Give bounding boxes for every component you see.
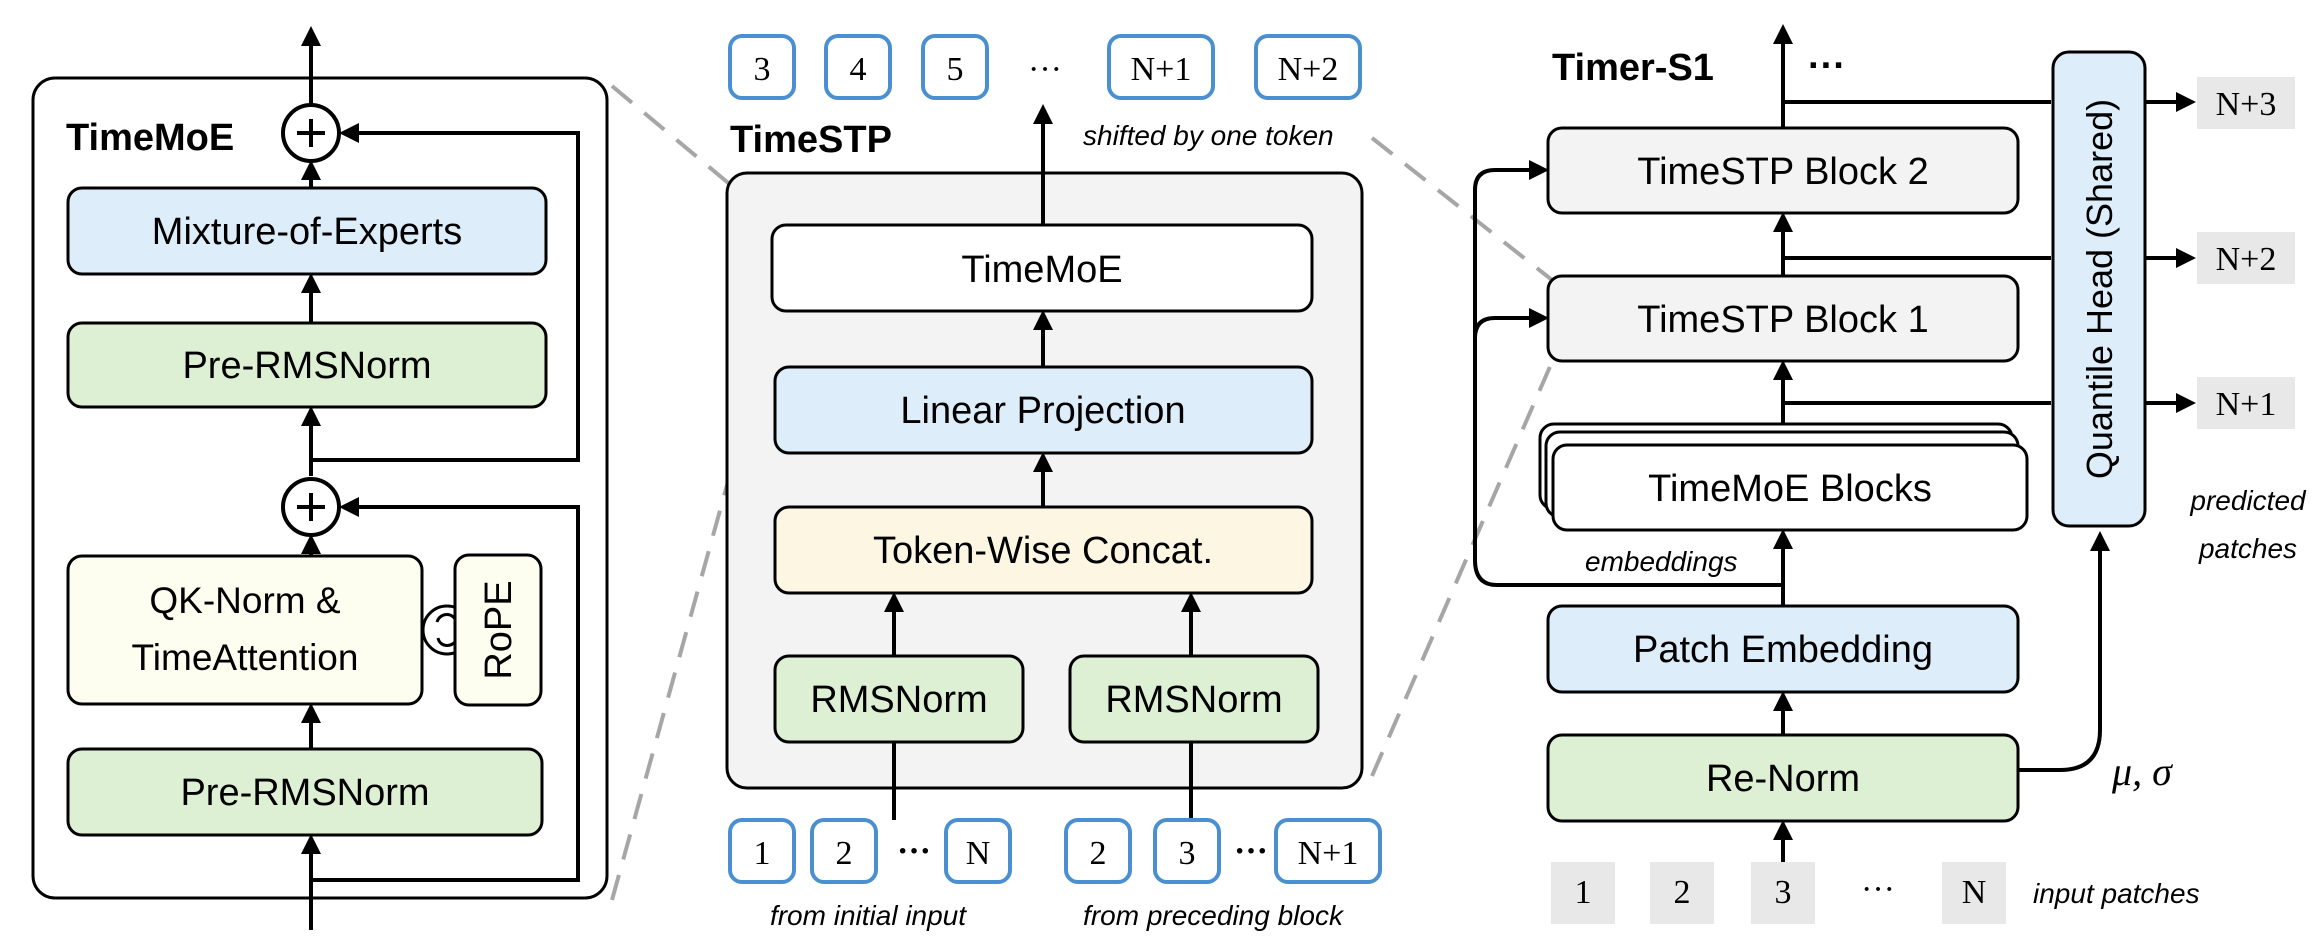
token-wise-concat-block <box>773 505 1314 595</box>
preceding-token-3-label: 3 <box>1179 835 1196 872</box>
predicted-caption-line2: patches <box>2198 533 2297 564</box>
top-tokens-ellipsis: ··· <box>1028 51 1062 88</box>
patch-embedding-label: Patch Embedding <box>1633 629 1933 671</box>
attention-label-line1: QK-Norm & <box>149 580 341 621</box>
rmsnorm-right-label: RMSNorm <box>1105 679 1282 721</box>
predicted-patch-n-plus-2 <box>2197 232 2295 284</box>
rmsnorm-right-block <box>1068 654 1320 744</box>
predicted-patch-n-plus-3 <box>2197 77 2295 129</box>
input-patches-ellipsis: ··· <box>1861 871 1895 908</box>
preceding-token-n-plus-1 <box>1274 818 1382 884</box>
predicted-patches: N+3 N+2 N+1 <box>2197 77 2295 429</box>
timemoe-blocks-label: TimeMoE Blocks <box>1648 468 1932 510</box>
timestp-panel-title: TimeSTP <box>730 119 892 161</box>
pre-rmsnorm-top-label: Pre-RMSNorm <box>182 345 431 387</box>
preceding-block-tokens: 2 3 ··· N+1 <box>1064 818 1382 884</box>
predicted-caption-line1: predicted <box>2189 485 2307 516</box>
preceding-block-caption: from preceding block <box>1083 900 1345 931</box>
input-patch-1 <box>1551 862 1615 924</box>
input-patch-n <box>1942 862 2006 924</box>
token-4-label: 4 <box>850 51 867 88</box>
preceding-token-2 <box>1064 818 1132 884</box>
rope-label: RoPE <box>478 580 520 679</box>
timemoe-block-label: TimeMoE <box>961 249 1122 291</box>
quantile-head-label: Quantile Head (Shared) <box>2079 99 2120 479</box>
preceding-token-n-plus-1-label: N+1 <box>1298 835 1359 872</box>
initial-token-2-label: 2 <box>836 835 853 872</box>
initial-token-2 <box>810 818 878 884</box>
rmsnorm-left-label: RMSNorm <box>810 679 987 721</box>
qk-norm-time-attention-block <box>66 554 424 706</box>
input-patch-3-label: 3 <box>1775 874 1792 911</box>
attention-label-line2: TimeAttention <box>132 637 359 678</box>
timemoe-panel: TimeMoE Mixture-of-Experts Pre-RMSNorm <box>31 26 609 930</box>
timer-s1-title-ellipsis: ··· <box>1808 45 1846 87</box>
timestp-block-1-label: TimeSTP Block 1 <box>1637 299 1928 341</box>
token-4 <box>824 34 892 100</box>
initial-input-tokens: 1 2 ··· N <box>728 818 1012 884</box>
input-patches: 1 2 3 ··· N <box>1551 862 2006 924</box>
token-n-plus-2-label: N+2 <box>1278 51 1339 88</box>
token-n-plus-1-label: N+1 <box>1131 51 1192 88</box>
pre-rmsnorm-bottom-label: Pre-RMSNorm <box>180 772 429 814</box>
add-node-middle <box>281 477 341 537</box>
mu-sigma-label: μ, σ <box>2111 749 2173 794</box>
initial-token-1 <box>728 818 796 884</box>
token-5 <box>921 34 989 100</box>
input-patch-2-label: 2 <box>1674 874 1691 911</box>
timer-s1-panel: Timer-S1 ··· TimeSTP Block 2 TimeSTP Blo… <box>1473 24 2307 924</box>
token-wise-concat-label: Token-Wise Concat. <box>873 530 1213 572</box>
input-patch-3 <box>1751 862 1815 924</box>
token-3 <box>728 34 796 100</box>
predicted-patch-n-plus-2-label: N+2 <box>2216 241 2277 278</box>
timer-s1-title: Timer-S1 <box>1552 47 1714 89</box>
mixture-of-experts-label: Mixture-of-Experts <box>152 211 462 253</box>
initial-token-n <box>944 818 1012 884</box>
input-patch-2 <box>1650 862 1714 924</box>
embeddings-caption: embeddings <box>1585 546 1738 577</box>
rmsnorm-left-block <box>773 654 1025 744</box>
preceding-tokens-ellipsis: ··· <box>1234 833 1268 870</box>
input-patches-caption: input patches <box>2033 878 2200 909</box>
token-n-plus-2 <box>1254 34 1362 100</box>
preceding-token-3 <box>1153 818 1221 884</box>
token-n-plus-1 <box>1107 34 1215 100</box>
input-patch-n-label: N <box>1962 874 1987 911</box>
add-node-top <box>281 103 341 163</box>
top-tokens: 3 4 5 ··· N+1 N+2 <box>728 34 1362 100</box>
input-patch-1-label: 1 <box>1575 874 1592 911</box>
initial-tokens-ellipsis: ··· <box>897 833 931 870</box>
timemoe-blocks-stack: TimeMoE Blocks <box>1538 422 2029 532</box>
token-5-label: 5 <box>947 51 964 88</box>
quantile-head-block <box>2051 50 2147 528</box>
predicted-patch-n-plus-1 <box>2197 377 2295 429</box>
initial-input-caption: from initial input <box>770 900 967 931</box>
linear-projection-label: Linear Projection <box>900 390 1185 432</box>
initial-token-1-label: 1 <box>754 835 771 872</box>
predicted-patch-n-plus-3-label: N+3 <box>2216 86 2277 123</box>
rope-block <box>453 553 543 707</box>
predicted-patch-n-plus-1-label: N+1 <box>2216 386 2277 423</box>
timemoe-panel-title: TimeMoE <box>66 117 234 159</box>
preceding-token-2-label: 2 <box>1090 835 1107 872</box>
shifted-caption: shifted by one token <box>1083 120 1334 151</box>
token-3-label: 3 <box>754 51 771 88</box>
timestp-block-2-label: TimeSTP Block 2 <box>1637 151 1928 193</box>
timestp-panel: 3 4 5 ··· N+1 N+2 TimeSTP shifted by one… <box>725 34 1382 931</box>
renorm-label: Re-Norm <box>1706 758 1860 800</box>
initial-token-n-label: N <box>966 835 991 872</box>
